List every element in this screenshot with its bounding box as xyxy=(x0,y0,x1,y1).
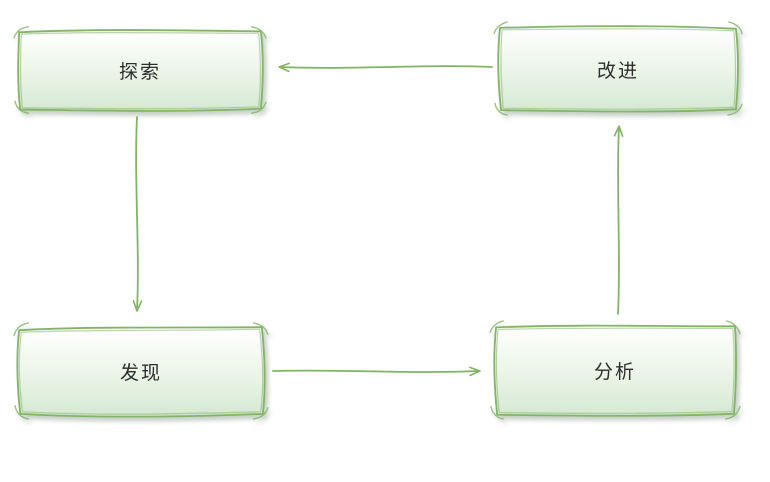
node-discover-shape xyxy=(12,320,270,422)
node-improve-label: 改进 xyxy=(596,59,639,82)
edge-improve-to-explore[interactable] xyxy=(278,62,493,73)
node-discover[interactable]: 发现 xyxy=(12,320,270,422)
edge-analyze-to-improve[interactable] xyxy=(613,125,624,315)
edge-discover-to-analyze[interactable] xyxy=(272,366,481,377)
edge-explore-to-discover[interactable] xyxy=(132,116,143,312)
node-analyze[interactable]: 分析 xyxy=(488,318,742,422)
node-analyze-label: 分析 xyxy=(593,360,636,383)
node-analyze-shape xyxy=(488,318,742,422)
node-explore-label: 探索 xyxy=(118,60,161,83)
node-improve[interactable]: 改进 xyxy=(492,20,744,118)
node-explore-shape xyxy=(12,24,268,116)
node-explore[interactable]: 探索 xyxy=(12,24,268,116)
node-discover-label: 发现 xyxy=(119,361,162,384)
node-improve-shape xyxy=(492,20,744,118)
